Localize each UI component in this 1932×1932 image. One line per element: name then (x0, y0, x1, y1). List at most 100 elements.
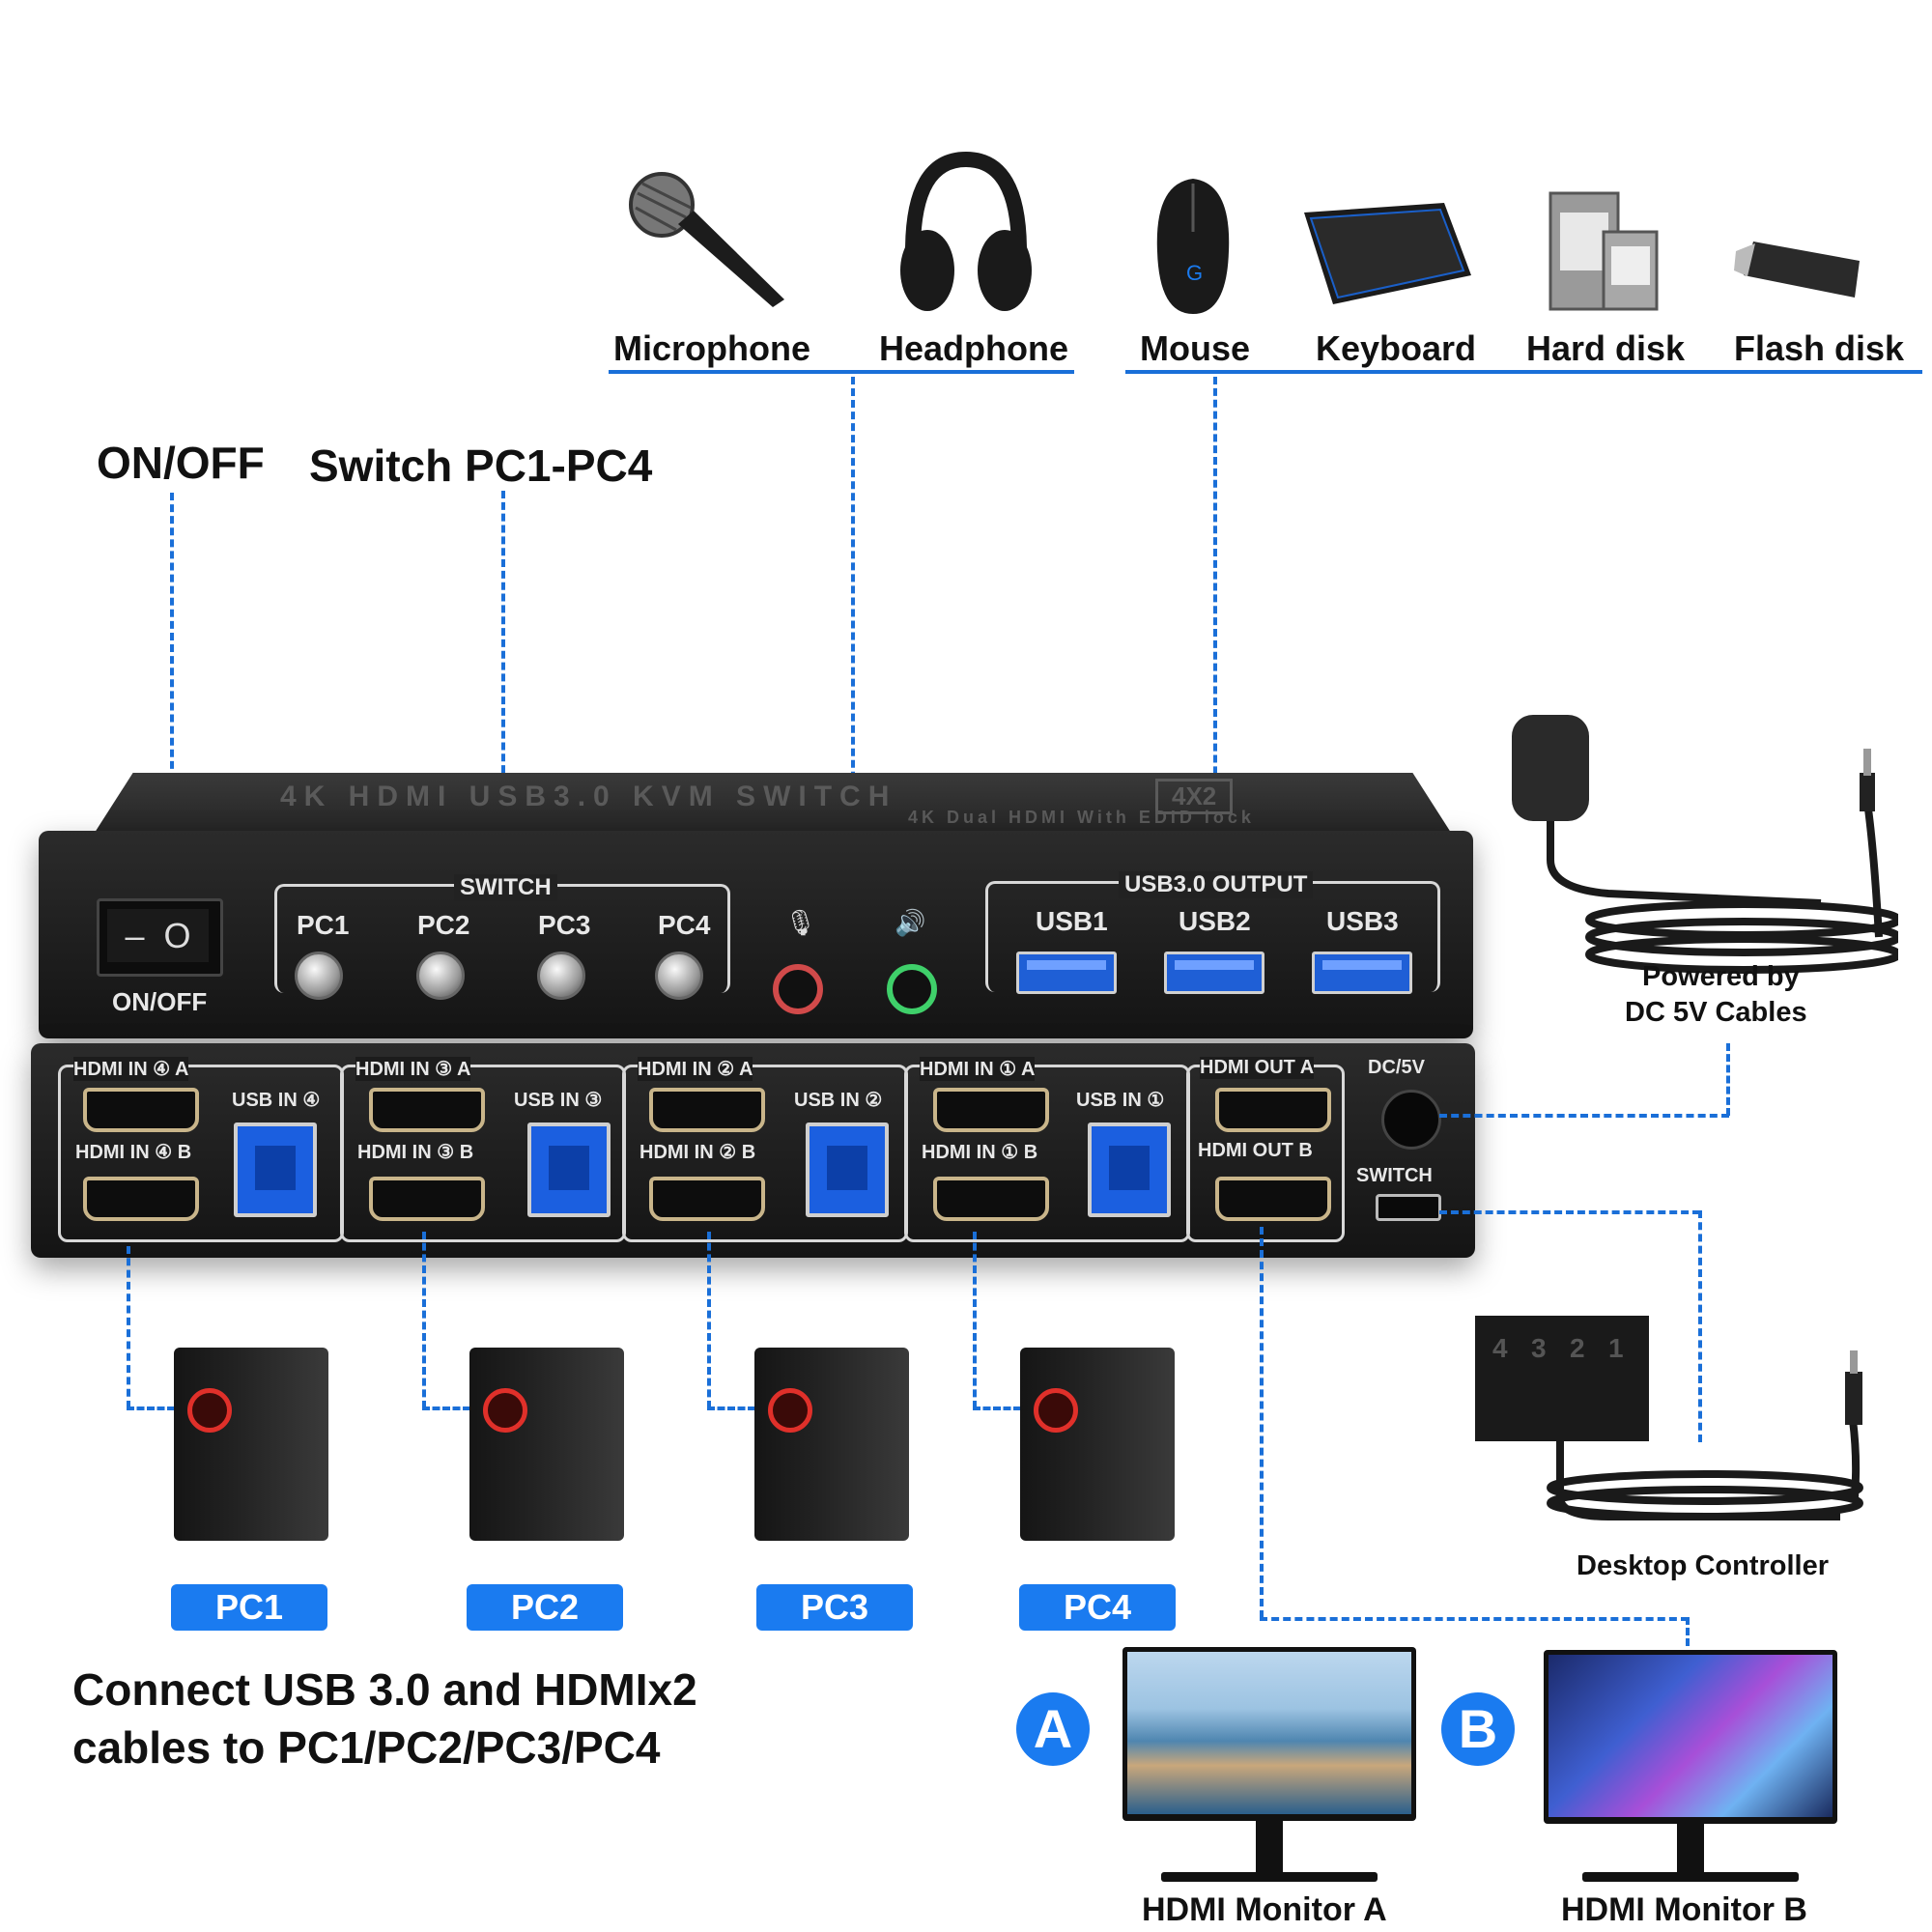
usb-in-1-port[interactable] (1088, 1122, 1171, 1217)
pc1-tower-icon (174, 1348, 328, 1541)
usb-in-4-label: USB IN ④ (232, 1090, 321, 1111)
usb-in-3-port[interactable] (527, 1122, 611, 1217)
pc1-badge: PC1 (171, 1584, 327, 1631)
monitor-a-badge: A (1016, 1692, 1090, 1766)
pc3-tower-icon (754, 1348, 909, 1541)
switch-pc3-label: PC3 (538, 910, 591, 940)
mic-jack[interactable] (773, 964, 823, 1014)
hard-disk-icon (1546, 188, 1662, 314)
pc3-badge: PC3 (756, 1584, 913, 1631)
keyboard-label: Keyboard (1316, 328, 1477, 368)
switch-pc2-button[interactable] (416, 952, 465, 1000)
usb3-port[interactable] (1312, 952, 1412, 994)
monitor-a-stand (1256, 1821, 1283, 1874)
hdmi-in-4b-port[interactable] (83, 1177, 199, 1221)
monitor-b-base (1582, 1872, 1799, 1882)
leader-controller-v (1698, 1210, 1702, 1442)
pc4-badge: PC4 (1019, 1584, 1176, 1631)
controller-key-1[interactable]: 1 (1608, 1333, 1624, 1363)
switch-pc4-button[interactable] (655, 952, 703, 1000)
monitor-a-label: HDMI Monitor A (1142, 1891, 1387, 1928)
dc-power-jack[interactable] (1381, 1090, 1441, 1150)
audio-underline (609, 370, 1074, 374)
hdmi-in-1b-label: HDMI IN ① B (922, 1142, 1038, 1163)
headphone-label: Headphone (879, 328, 1069, 368)
device-subtitle: 4K Dual HDMI With EDID lock (908, 808, 1255, 827)
switch-group-label: SWITCH (454, 874, 557, 901)
leader-monitor-v (1260, 1227, 1264, 1618)
headphone-jack[interactable] (887, 964, 937, 1014)
mic-jack-icon: 🎙 (784, 908, 817, 937)
leader-monitor-h (1260, 1617, 1689, 1621)
leader-power-v (1726, 1043, 1730, 1116)
switch-micro-usb-port[interactable] (1376, 1194, 1441, 1221)
usb3-label: USB3 (1326, 906, 1399, 936)
monitor-a-icon (1122, 1647, 1416, 1821)
headphone-icon (898, 145, 1034, 319)
hdmi-out-a-port[interactable] (1215, 1088, 1331, 1132)
leader-pc1-v (127, 1246, 130, 1408)
hdmi-in-2a-port[interactable] (649, 1088, 765, 1132)
leader-pc3-v (707, 1232, 711, 1408)
hdmi-in-3a-label: HDMI IN ③ A (355, 1057, 471, 1081)
switch-pc1-label: PC1 (297, 910, 350, 940)
device-model-badge: 4X2 (1155, 779, 1234, 814)
device-front-panel (39, 831, 1473, 1038)
switch-pc4-label: PC4 (658, 910, 711, 940)
leader-pc3-h (707, 1406, 755, 1410)
leader-onoff (170, 493, 174, 932)
usb-in-4-port[interactable] (234, 1122, 317, 1217)
mouse-label: Mouse (1140, 328, 1251, 368)
power-adapter-icon (1492, 705, 1902, 995)
hdmi-in-1b-port[interactable] (933, 1177, 1049, 1221)
switch-pc3-button[interactable] (537, 952, 585, 1000)
hdmi-out-b-port[interactable] (1215, 1177, 1331, 1221)
hdmi-in-2a-label: HDMI IN ② A (638, 1057, 753, 1081)
controller-key-3[interactable]: 3 (1531, 1333, 1547, 1363)
monitor-b-stand (1677, 1824, 1704, 1874)
leader-pc2-h (422, 1406, 470, 1410)
usb2-label: USB2 (1179, 906, 1251, 936)
hard-disk-label: Hard disk (1526, 328, 1686, 368)
hdmi-in-2b-label: HDMI IN ② B (639, 1142, 756, 1163)
controller-key-4[interactable]: 4 (1492, 1333, 1508, 1363)
svg-text:G: G (1186, 261, 1203, 285)
leader-power-h (1439, 1114, 1729, 1118)
hdmi-in-3b-label: HDMI IN ③ B (357, 1142, 474, 1163)
pc2-badge: PC2 (467, 1584, 623, 1631)
hdmi-in-3a-port[interactable] (369, 1088, 485, 1132)
switch-pc1-button[interactable] (295, 952, 343, 1000)
monitor-b-icon (1544, 1650, 1837, 1824)
desktop-controller-label: Desktop Controller (1577, 1550, 1830, 1581)
usb-in-2-port[interactable] (806, 1122, 889, 1217)
hdmi-in-3b-port[interactable] (369, 1177, 485, 1221)
hdmi-in-1a-port[interactable] (933, 1088, 1049, 1132)
controller-key-2[interactable]: 2 (1570, 1333, 1585, 1363)
usb-in-2-label: USB IN ② (794, 1090, 883, 1111)
hdmi-in-4b-label: HDMI IN ④ B (75, 1142, 192, 1163)
usb1-label: USB1 (1036, 906, 1108, 936)
leader-pc2-v (422, 1232, 426, 1408)
power-switch[interactable]: – O (97, 898, 223, 977)
hdmi-in-2b-port[interactable] (649, 1177, 765, 1221)
leader-audio (851, 377, 855, 884)
leader-pc4-v (973, 1232, 977, 1408)
mouse-icon: G (1150, 174, 1236, 319)
usb-underline (1125, 370, 1922, 374)
connect-instruction-line1: Connect USB 3.0 and HDMIx2 (72, 1664, 697, 1715)
microphone-icon (618, 164, 792, 309)
pc4-tower-icon (1020, 1348, 1175, 1541)
power-label: ON/OFF (112, 987, 208, 1016)
monitor-b-label: HDMI Monitor B (1561, 1891, 1807, 1928)
hdmi-in-4a-port[interactable] (83, 1088, 199, 1132)
desktop-controller-icon (1473, 1314, 1879, 1546)
leader-pc1-h (127, 1406, 175, 1410)
flash-disk-label: Flash disk (1734, 328, 1905, 368)
leader-monitor-b (1686, 1617, 1690, 1646)
pc2-tower-icon (469, 1348, 624, 1541)
usb1-port[interactable] (1016, 952, 1117, 994)
speaker-jack-icon: 🔊 (895, 908, 926, 937)
microphone-label: Microphone (613, 328, 810, 368)
usb2-port[interactable] (1164, 952, 1264, 994)
usb-in-3-label: USB IN ③ (514, 1090, 603, 1111)
